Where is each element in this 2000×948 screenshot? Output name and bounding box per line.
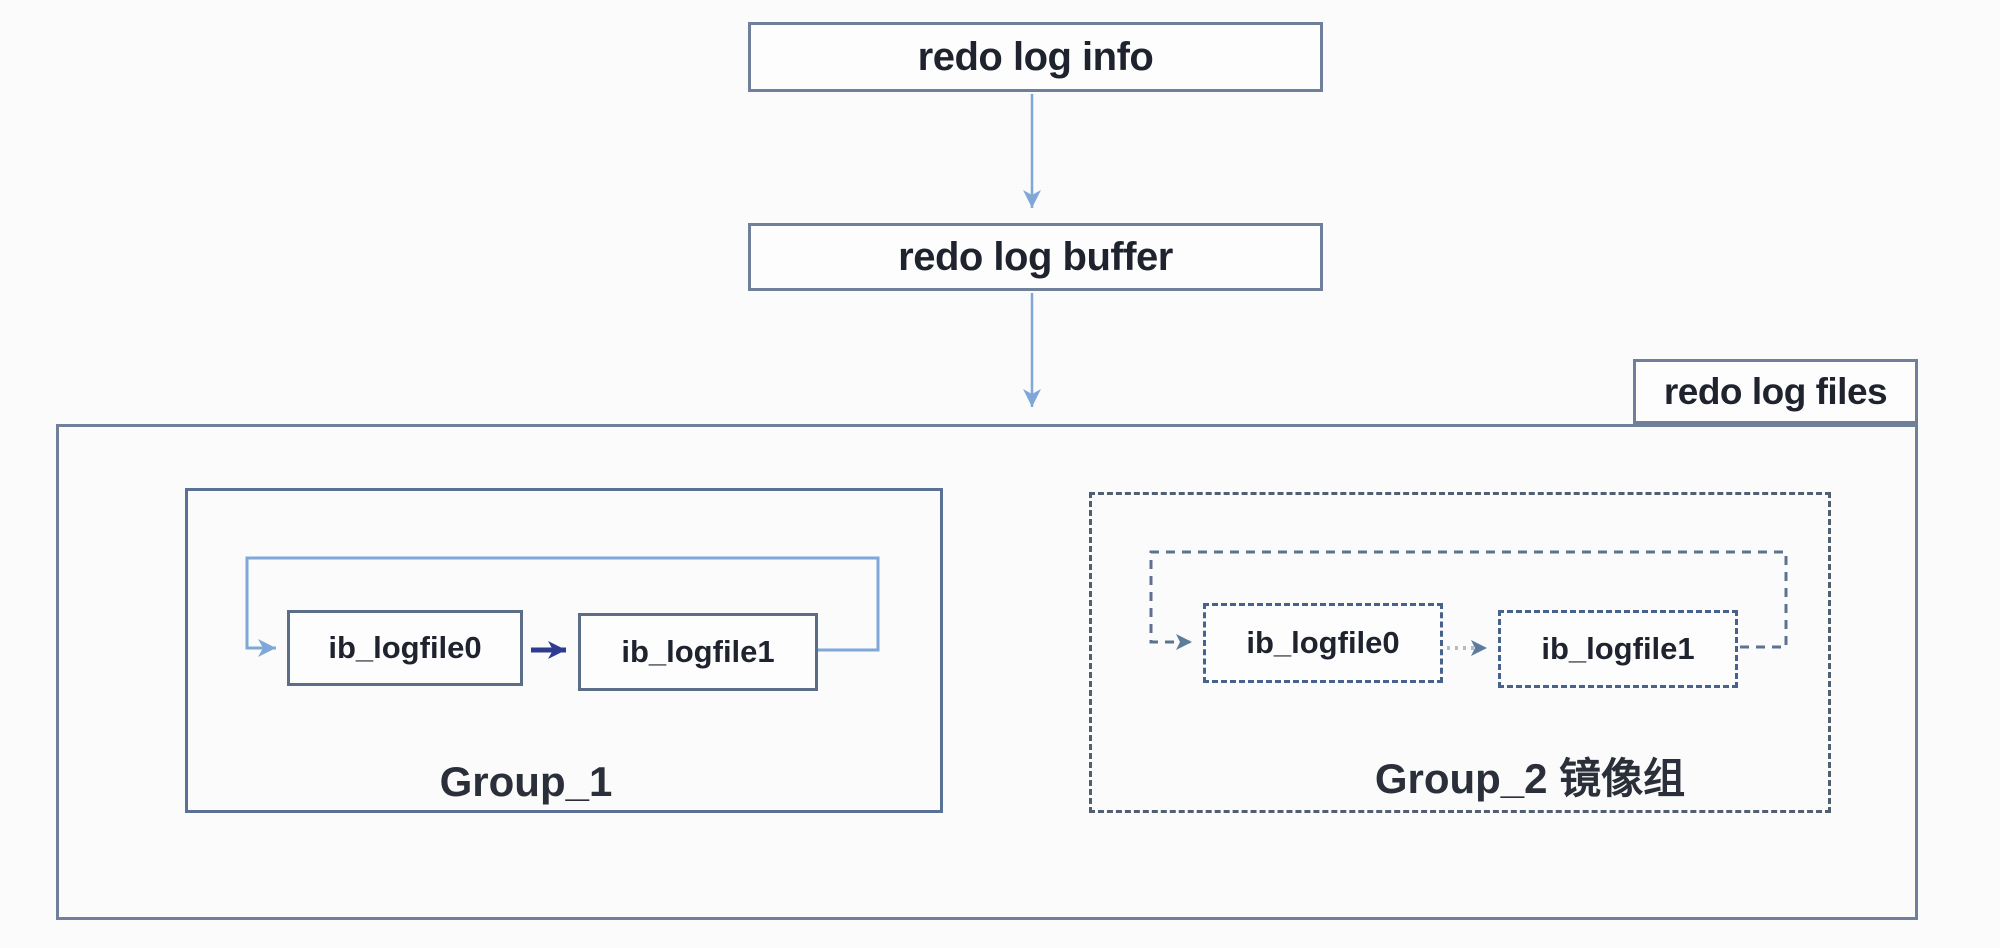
- group2-ib-logfile1-box: ib_logfile1: [1498, 610, 1738, 688]
- group-1-label: Group_1: [439, 758, 613, 805]
- redo-log-files-title: redo log files: [1663, 370, 1888, 412]
- group2-ib-logfile1-label: ib_logfile1: [1541, 631, 1695, 666]
- group-1-box: Group_1: [185, 488, 943, 813]
- group1-ib-logfile0-label: ib_logfile0: [328, 630, 482, 665]
- group2-ib-logfile0-label: ib_logfile0: [1246, 625, 1400, 660]
- group-2-box: Group_2 镜像组: [1089, 492, 1831, 813]
- group1-ib-logfile1-label: ib_logfile1: [621, 634, 775, 669]
- group-2-label: Group_2 镜像组: [1374, 755, 1686, 802]
- group1-ib-logfile0-box: ib_logfile0: [287, 610, 523, 686]
- redo-log-files-container: [56, 424, 1918, 920]
- redo-log-info-label: redo log info: [917, 34, 1154, 79]
- redo-log-buffer-label: redo log buffer: [898, 234, 1173, 279]
- redo-log-info-node: redo log info: [748, 22, 1323, 92]
- group2-ib-logfile0-box: ib_logfile0: [1203, 603, 1443, 683]
- group1-ib-logfile1-box: ib_logfile1: [578, 613, 818, 691]
- redo-log-buffer-node: redo log buffer: [748, 223, 1323, 291]
- redo-log-files-title-box: redo log files: [1633, 359, 1918, 424]
